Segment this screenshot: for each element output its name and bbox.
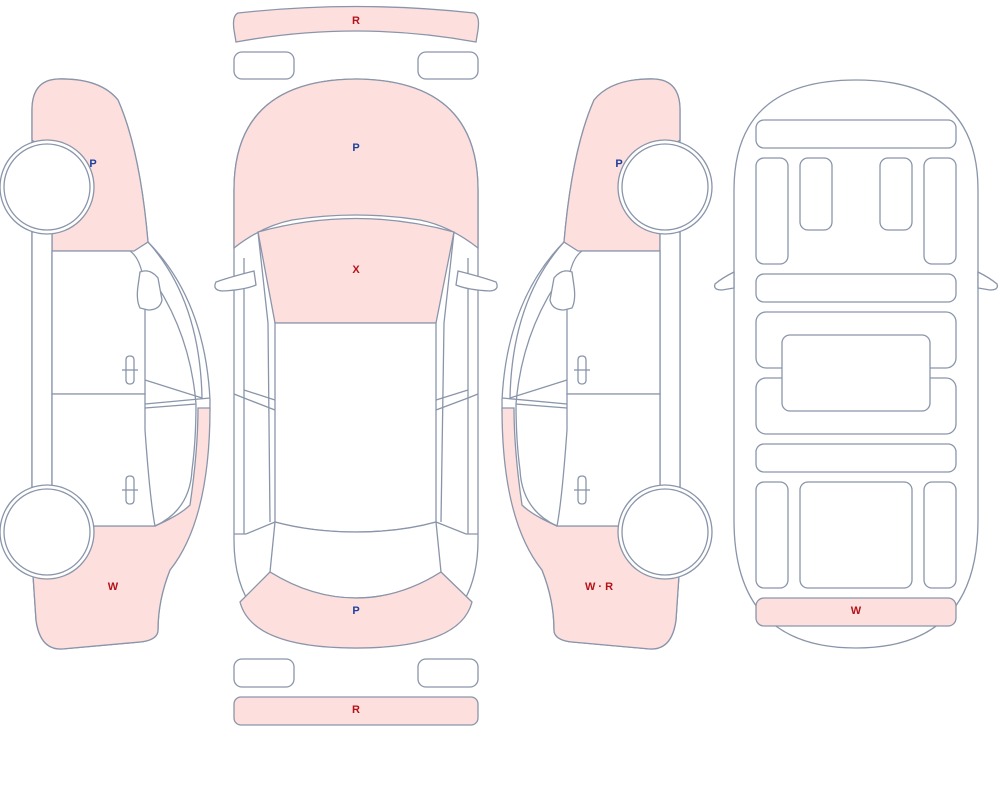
hood-panel[interactable] — [233, 78, 479, 250]
underbody-rear-mark: W — [851, 605, 862, 617]
top-right-mirror[interactable] — [455, 270, 498, 292]
top-right-light[interactable] — [417, 51, 479, 80]
underbody-front-floor-bar[interactable] — [755, 273, 957, 303]
underbody-left-rear-rail[interactable] — [755, 481, 789, 589]
top-left-side-line — [234, 258, 276, 535]
top-left-mirror[interactable] — [214, 270, 257, 292]
hood-mark: P — [352, 142, 359, 154]
right-rear-quarter-mark: W · R — [585, 581, 613, 593]
underbody-right-rear-rail[interactable] — [923, 481, 957, 589]
top-right-side-line — [435, 258, 478, 535]
left-side-view: P W — [0, 78, 211, 650]
underbody-front-crossmember[interactable] — [755, 119, 957, 149]
underbody-center-tunnel[interactable] — [781, 334, 931, 412]
top-left-light[interactable] — [233, 51, 295, 80]
bottom-right-light[interactable] — [417, 658, 479, 688]
top-left-pillar-line — [257, 231, 271, 523]
underbody-spare-well[interactable] — [799, 481, 913, 589]
right-rear-quarter[interactable] — [501, 407, 681, 650]
right-front-wheel[interactable] — [621, 143, 709, 231]
left-beltline — [144, 397, 211, 405]
right-rear-wheel[interactable] — [621, 488, 709, 576]
rear-bumper-top[interactable] — [232, 5, 480, 43]
right-front-fender-mark: P — [615, 158, 622, 170]
top-view: R P X P R — [214, 5, 498, 726]
windshield-panel[interactable] — [257, 217, 455, 324]
right-rocker[interactable] — [659, 231, 681, 529]
left-rear-wheel[interactable] — [3, 488, 91, 576]
underbody-rear-floor-bar[interactable] — [755, 443, 957, 473]
front-bumper-bottom[interactable] — [233, 696, 479, 726]
underbody-right-inner-panel[interactable] — [879, 157, 913, 231]
underbody-right-front-rail[interactable] — [923, 157, 957, 265]
right-side-mirror[interactable] — [549, 270, 576, 311]
underbody-right-mirror[interactable] — [977, 270, 998, 291]
trunk-mark: P — [352, 605, 359, 617]
underbody-left-front-rail[interactable] — [755, 157, 789, 265]
rear-bumper-mark: R — [352, 15, 360, 27]
underbody-left-mirror[interactable] — [714, 270, 735, 291]
bottom-left-light[interactable] — [233, 658, 295, 688]
top-right-pillar-line — [440, 231, 455, 523]
left-rear-quarter[interactable] — [31, 407, 211, 650]
underbody-rear-panel[interactable] — [755, 597, 957, 627]
underbody-left-inner-panel[interactable] — [799, 157, 833, 231]
front-bumper-mark: R — [352, 704, 360, 716]
left-front-fender-mark: P — [89, 158, 96, 170]
trunk-lid[interactable] — [239, 571, 473, 649]
right-side-view — [501, 78, 713, 650]
right-beltline — [501, 397, 568, 405]
roof-panel[interactable] — [274, 322, 437, 533]
windshield-mark: X — [352, 264, 360, 276]
top-left-door-line — [233, 389, 276, 411]
left-rear-quarter-mark: W — [108, 581, 119, 593]
underbody-view: W — [714, 79, 998, 649]
left-rocker[interactable] — [31, 231, 53, 529]
top-right-door-line — [435, 389, 479, 411]
left-side-mirror[interactable] — [136, 270, 163, 311]
left-front-wheel[interactable] — [3, 143, 91, 231]
